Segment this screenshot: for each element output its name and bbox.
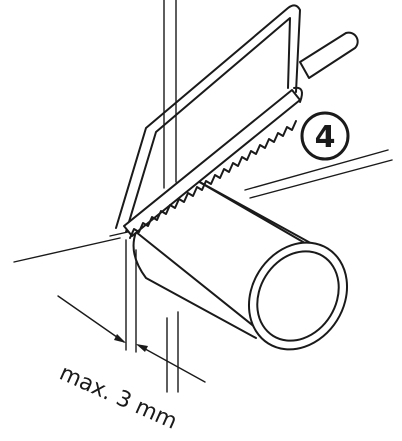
step-number: 4 — [315, 120, 336, 155]
hacksaw-frame — [115, 4, 301, 233]
vertical-pipe — [163, 0, 179, 393]
cut-dimension — [57, 239, 206, 383]
saw-blade — [123, 86, 303, 239]
dimension-label: max. 3 mm — [56, 361, 181, 435]
step-badge: 4 — [300, 111, 350, 161]
saw-handle — [299, 31, 359, 79]
